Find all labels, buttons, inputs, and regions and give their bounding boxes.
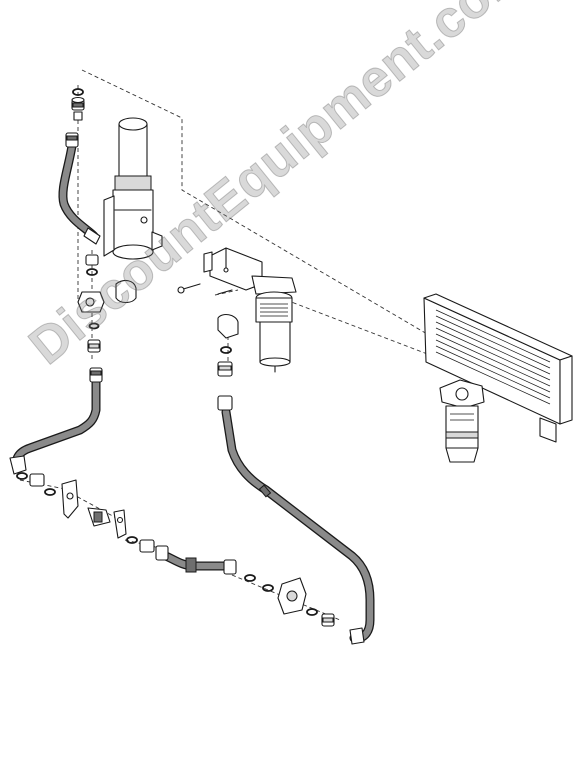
oil-cooler-radiator — [423, 293, 573, 443]
upper-return-hose — [58, 132, 101, 245]
short-connecting-hose — [155, 545, 274, 592]
bottom-left-fittings — [16, 472, 155, 553]
lower-left-hose — [9, 367, 103, 475]
valve-block — [277, 577, 335, 627]
top-nut-fitting — [71, 88, 85, 121]
inline-filter — [251, 275, 297, 373]
coalescing-filter — [439, 379, 485, 463]
center-elbow-fittings — [217, 313, 239, 377]
receiver-tank — [103, 117, 163, 260]
long-main-hose — [217, 395, 375, 645]
bracket-fittings — [77, 254, 137, 353]
filter-mounting-bracket — [177, 247, 263, 295]
